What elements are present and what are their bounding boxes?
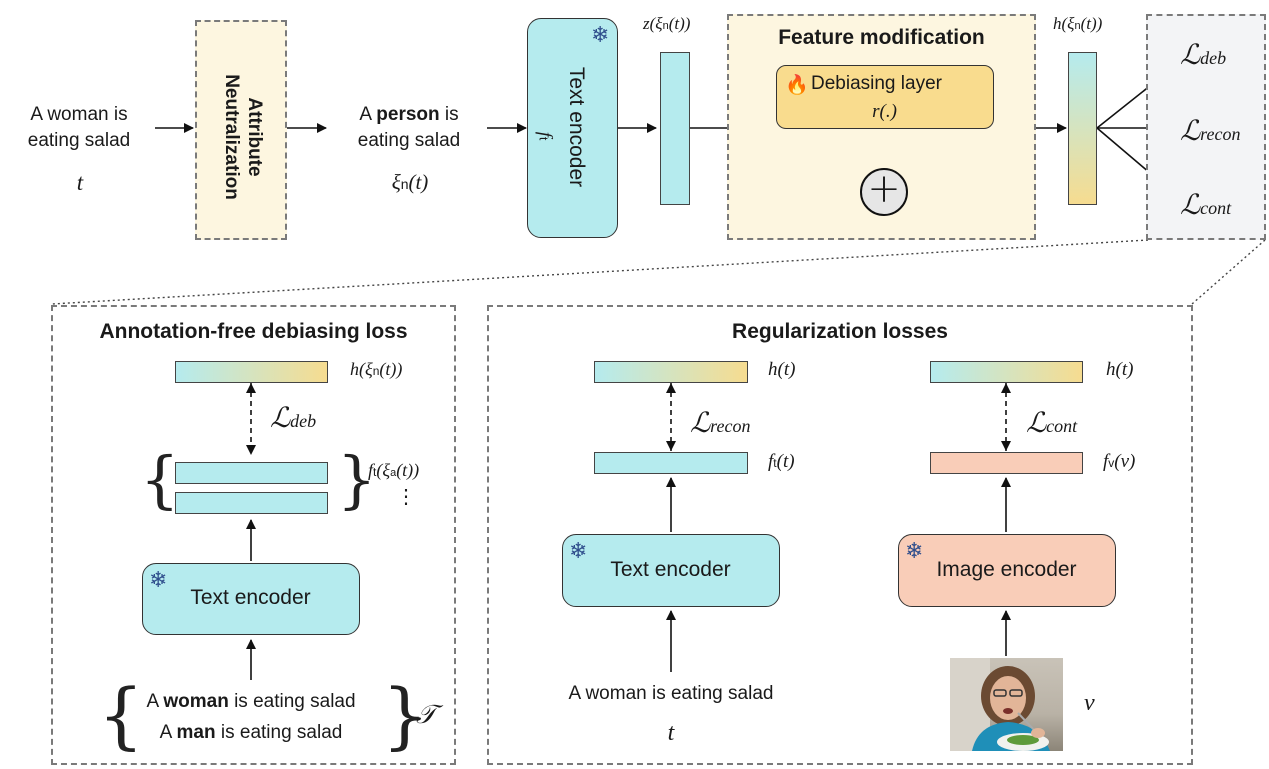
feature-set-left-brace: { bbox=[140, 443, 180, 516]
debiasing-loss-panel bbox=[51, 305, 456, 765]
neutral-sentence: A person is eating salad bbox=[357, 104, 461, 151]
recon-encoder-label: Text encoder bbox=[610, 558, 731, 581]
debiasing-panel-title: Annotation-free debiasing loss bbox=[99, 320, 408, 343]
prompt-set-symbol: 𝒯 bbox=[416, 700, 436, 730]
image-symbol: v bbox=[1084, 690, 1095, 716]
text-encoder-label: Text encoder bbox=[565, 66, 588, 188]
recon-text-encoder: ❄ Text encoder bbox=[562, 534, 780, 607]
neutral-symbol: ξn(t) bbox=[391, 170, 429, 194]
fire-icon: 🔥 bbox=[785, 74, 809, 96]
cont-h-vector bbox=[930, 361, 1083, 383]
recon-h-label: h(t) bbox=[768, 359, 796, 380]
debiasing-layer-label: Debiasing layer bbox=[811, 73, 942, 94]
regularization-panel-title: Regularization losses bbox=[732, 320, 948, 343]
cont-loss-label: ℒcont bbox=[1026, 406, 1078, 439]
debias-h-label: h(ξn(t)) bbox=[350, 359, 403, 379]
recon-h-vector bbox=[594, 361, 748, 383]
z-feature-label: z(ξn(t)) bbox=[643, 14, 691, 33]
text-encoder-block: ❄ Text encoder ft bbox=[527, 18, 618, 238]
h-feature-label: h(ξn(t)) bbox=[1053, 14, 1103, 33]
debias-vdots: ⋮ bbox=[396, 486, 416, 508]
debias-ft-vector-2 bbox=[175, 492, 328, 514]
neutralization-label: Attribute Neutralization bbox=[221, 74, 265, 200]
snowflake-icon: ❄ bbox=[591, 23, 610, 48]
recon-input-symbol: t bbox=[667, 720, 675, 746]
image-encoder: ❄ Image encoder bbox=[898, 534, 1116, 607]
debiasing-layer-block: 🔥 Debiasing layer r(.) bbox=[776, 65, 994, 129]
cont-fv-vector bbox=[930, 452, 1083, 474]
woman-eating-salad-photo bbox=[950, 658, 1063, 751]
loss-group-box bbox=[1146, 14, 1266, 240]
cont-h-label: h(t) bbox=[1106, 359, 1134, 380]
recon-loss-label: ℒrecon bbox=[690, 406, 751, 439]
prompt-man: A man is eating salad bbox=[159, 722, 343, 743]
add-operator: + bbox=[860, 166, 908, 216]
z-feature-vector bbox=[660, 52, 690, 205]
cont-fv-label: fv(v) bbox=[1103, 451, 1136, 472]
snowflake-icon: ❄ bbox=[905, 539, 924, 564]
image-encoder-label: Image encoder bbox=[936, 558, 1077, 581]
debias-loss-label: ℒdeb bbox=[270, 401, 317, 434]
feature-set-right-brace: } bbox=[337, 443, 377, 516]
loss-deb-label: ℒdeb bbox=[1180, 38, 1227, 71]
debias-text-encoder: ❄ Text encoder bbox=[142, 563, 360, 635]
attribute-neutralization-box: Attribute Neutralization bbox=[195, 20, 287, 240]
prompt-set-right-brace: } bbox=[382, 673, 428, 757]
debias-encoder-label: Text encoder bbox=[190, 586, 311, 609]
debias-ft-vector-1 bbox=[175, 462, 328, 484]
input-symbol: t bbox=[76, 170, 84, 195]
debiasing-layer-fn: r(.) bbox=[872, 101, 897, 122]
text-encoder-symbol: ft bbox=[534, 131, 556, 141]
feature-modification-title: Feature modification bbox=[778, 26, 985, 49]
input-sentence: A woman is eating salad bbox=[27, 104, 131, 151]
prompt-woman: A woman is eating salad bbox=[146, 691, 356, 712]
debias-h-vector bbox=[175, 361, 328, 383]
recon-ft-vector bbox=[594, 452, 748, 474]
h-feature-vector bbox=[1068, 52, 1097, 205]
debias-ft-label: ft(ξa(t)) bbox=[368, 460, 420, 480]
loss-cont-label: ℒcont bbox=[1180, 188, 1232, 221]
regularization-loss-panel bbox=[487, 305, 1193, 765]
loss-recon-label: ℒrecon bbox=[1180, 114, 1241, 147]
recon-input-sentence: A woman is eating salad bbox=[568, 683, 774, 704]
snowflake-icon: ❄ bbox=[149, 568, 168, 593]
recon-ft-label: ft(t) bbox=[768, 451, 795, 472]
snowflake-icon: ❄ bbox=[569, 539, 588, 564]
prompt-set: A woman is eating salad A man is eating … bbox=[125, 686, 377, 748]
prompt-set-left-brace: { bbox=[98, 673, 144, 757]
